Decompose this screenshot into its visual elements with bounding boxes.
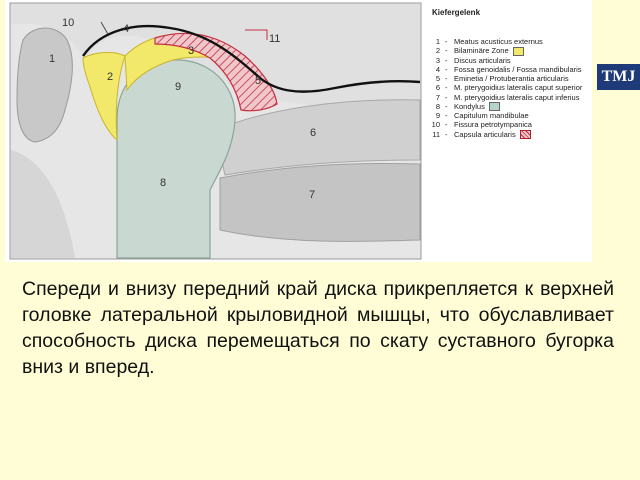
legend-item: 2-Bilaminäre Zone [428,46,588,56]
legend-item-label: Eminetia / Protuberantia articularis [454,74,588,83]
legend-item-text: Fossa genoidalis / Fossa mandibularis [454,64,582,74]
legend-item: 1-Meatus acusticus externus [428,37,588,46]
legend-item-label: Discus articularis [454,56,588,65]
legend-item-number: 5 [435,74,440,84]
legend-item: 10-Fissura petrotympanica [428,120,588,129]
legend-item-dash: - [445,129,448,139]
legend-item-number: 11 [432,129,440,139]
label-2: 2 [107,71,113,83]
legend-item-text: Capsula articularis [454,129,516,139]
label-6: 6 [310,127,316,139]
legend-item-number: 6 [435,83,440,93]
legend-item: 8-Kondylus [428,102,588,112]
legend-item-text: Eminetia / Protuberantia articularis [454,74,569,84]
legend-item-label: M. pterygoidius lateralis caput superior [454,83,588,92]
label-8: 8 [160,177,166,189]
tmj-anatomy-illustration: 1 2 3 4 5 6 7 8 9 10 11 [9,2,422,260]
meatus-acusticus-region [16,27,73,143]
legend-item-dash: - [445,37,448,46]
legend-item: 6-M. pterygoidius lateralis caput superi… [428,83,588,92]
legend-item-label: Capitulum mandibulae [454,111,588,120]
legend-item-dash: - [445,74,448,84]
legend-item-dash: - [445,83,448,93]
legend-item-dash: - [445,101,448,111]
legend-swatch [488,102,500,112]
legend-item-dash: - [445,55,448,65]
muscle-superior-head [214,99,421,176]
legend-item: 5-Eminetia / Protuberantia articularis [428,74,588,83]
leader-line-11 [245,29,268,40]
legend-item-number: 10 [431,120,440,130]
legend-item-text: Bilaminäre Zone [454,46,509,56]
legend-item-label: Capsula articularis [454,130,588,140]
legend-item-number: 3 [435,55,440,65]
legend-item-label: Fissura petrotympanica [454,120,588,129]
legend-item-text: M. pterygoidius lateralis caput inferius [454,92,580,102]
label-1: 1 [49,53,55,65]
legend-item-number: 7 [435,92,440,102]
capsula-articularis [154,32,278,112]
tmj-badge: TMJ [597,64,640,90]
label-10: 10 [62,17,74,29]
label-4: 4 [123,23,129,35]
figure-panel: 1 2 3 4 5 6 7 8 9 10 11 Kiefergelenk 1-M… [5,0,592,262]
legend-item-number: 8 [435,101,440,111]
legend-item-label: Meatus acusticus externus [454,37,588,46]
legend-item-text: Fissura petrotympanica [454,120,532,130]
label-7: 7 [309,189,315,201]
legend-title: Kiefergelenk [432,8,481,17]
legend-item-number: 1 [435,37,440,46]
legend-swatch [519,130,531,140]
fossa-outline [82,24,421,93]
legend-swatch [512,46,524,56]
caption-text: Спереди и внизу передний край диска прик… [22,278,614,378]
muscle-inferior-head [219,163,421,242]
legend-item: 7-M. pterygoidius lateralis caput inferi… [428,93,588,102]
label-5: 5 [255,75,261,87]
legend-item-dash: - [445,46,448,56]
legend-item-number: 9 [435,111,440,121]
legend: Kiefergelenk 1-Meatus acusticus externus… [428,4,588,140]
legend-item-text: Discus articularis [454,55,511,65]
legend-item-dash: - [445,111,448,121]
legend-item: 4-Fossa genoidalis / Fossa mandibularis [428,65,588,74]
legend-item-dash: - [445,64,448,74]
legend-item-label: Kondylus [454,102,588,112]
bilaminar-zone [82,51,126,142]
label-3: 3 [188,45,194,57]
label-11: 11 [269,33,280,45]
legend-item: 11-Capsula articularis [428,130,588,140]
legend-item-text: Capitulum mandibulae [454,111,529,121]
legend-item: 3-Discus articularis [428,56,588,65]
legend-item-label: Bilaminäre Zone [454,46,588,56]
legend-item-label: Fossa genoidalis / Fossa mandibularis [454,65,588,74]
label-9: 9 [175,81,181,93]
leader-line-10 [100,21,110,37]
legend-item-text: Kondylus [454,101,485,111]
legend-item-number: 4 [435,64,440,74]
legend-item: 9-Capitulum mandibulae [428,111,588,120]
legend-item-dash: - [445,92,448,102]
legend-item-text: Meatus acusticus externus [454,37,543,46]
legend-item-dash: - [445,120,448,130]
lower-left-tissue [11,150,75,258]
legend-item-text: M. pterygoidius lateralis caput superior [454,83,583,93]
legend-item-label: M. pterygoidius lateralis caput inferius [454,93,588,102]
legend-item-number: 2 [435,46,440,56]
